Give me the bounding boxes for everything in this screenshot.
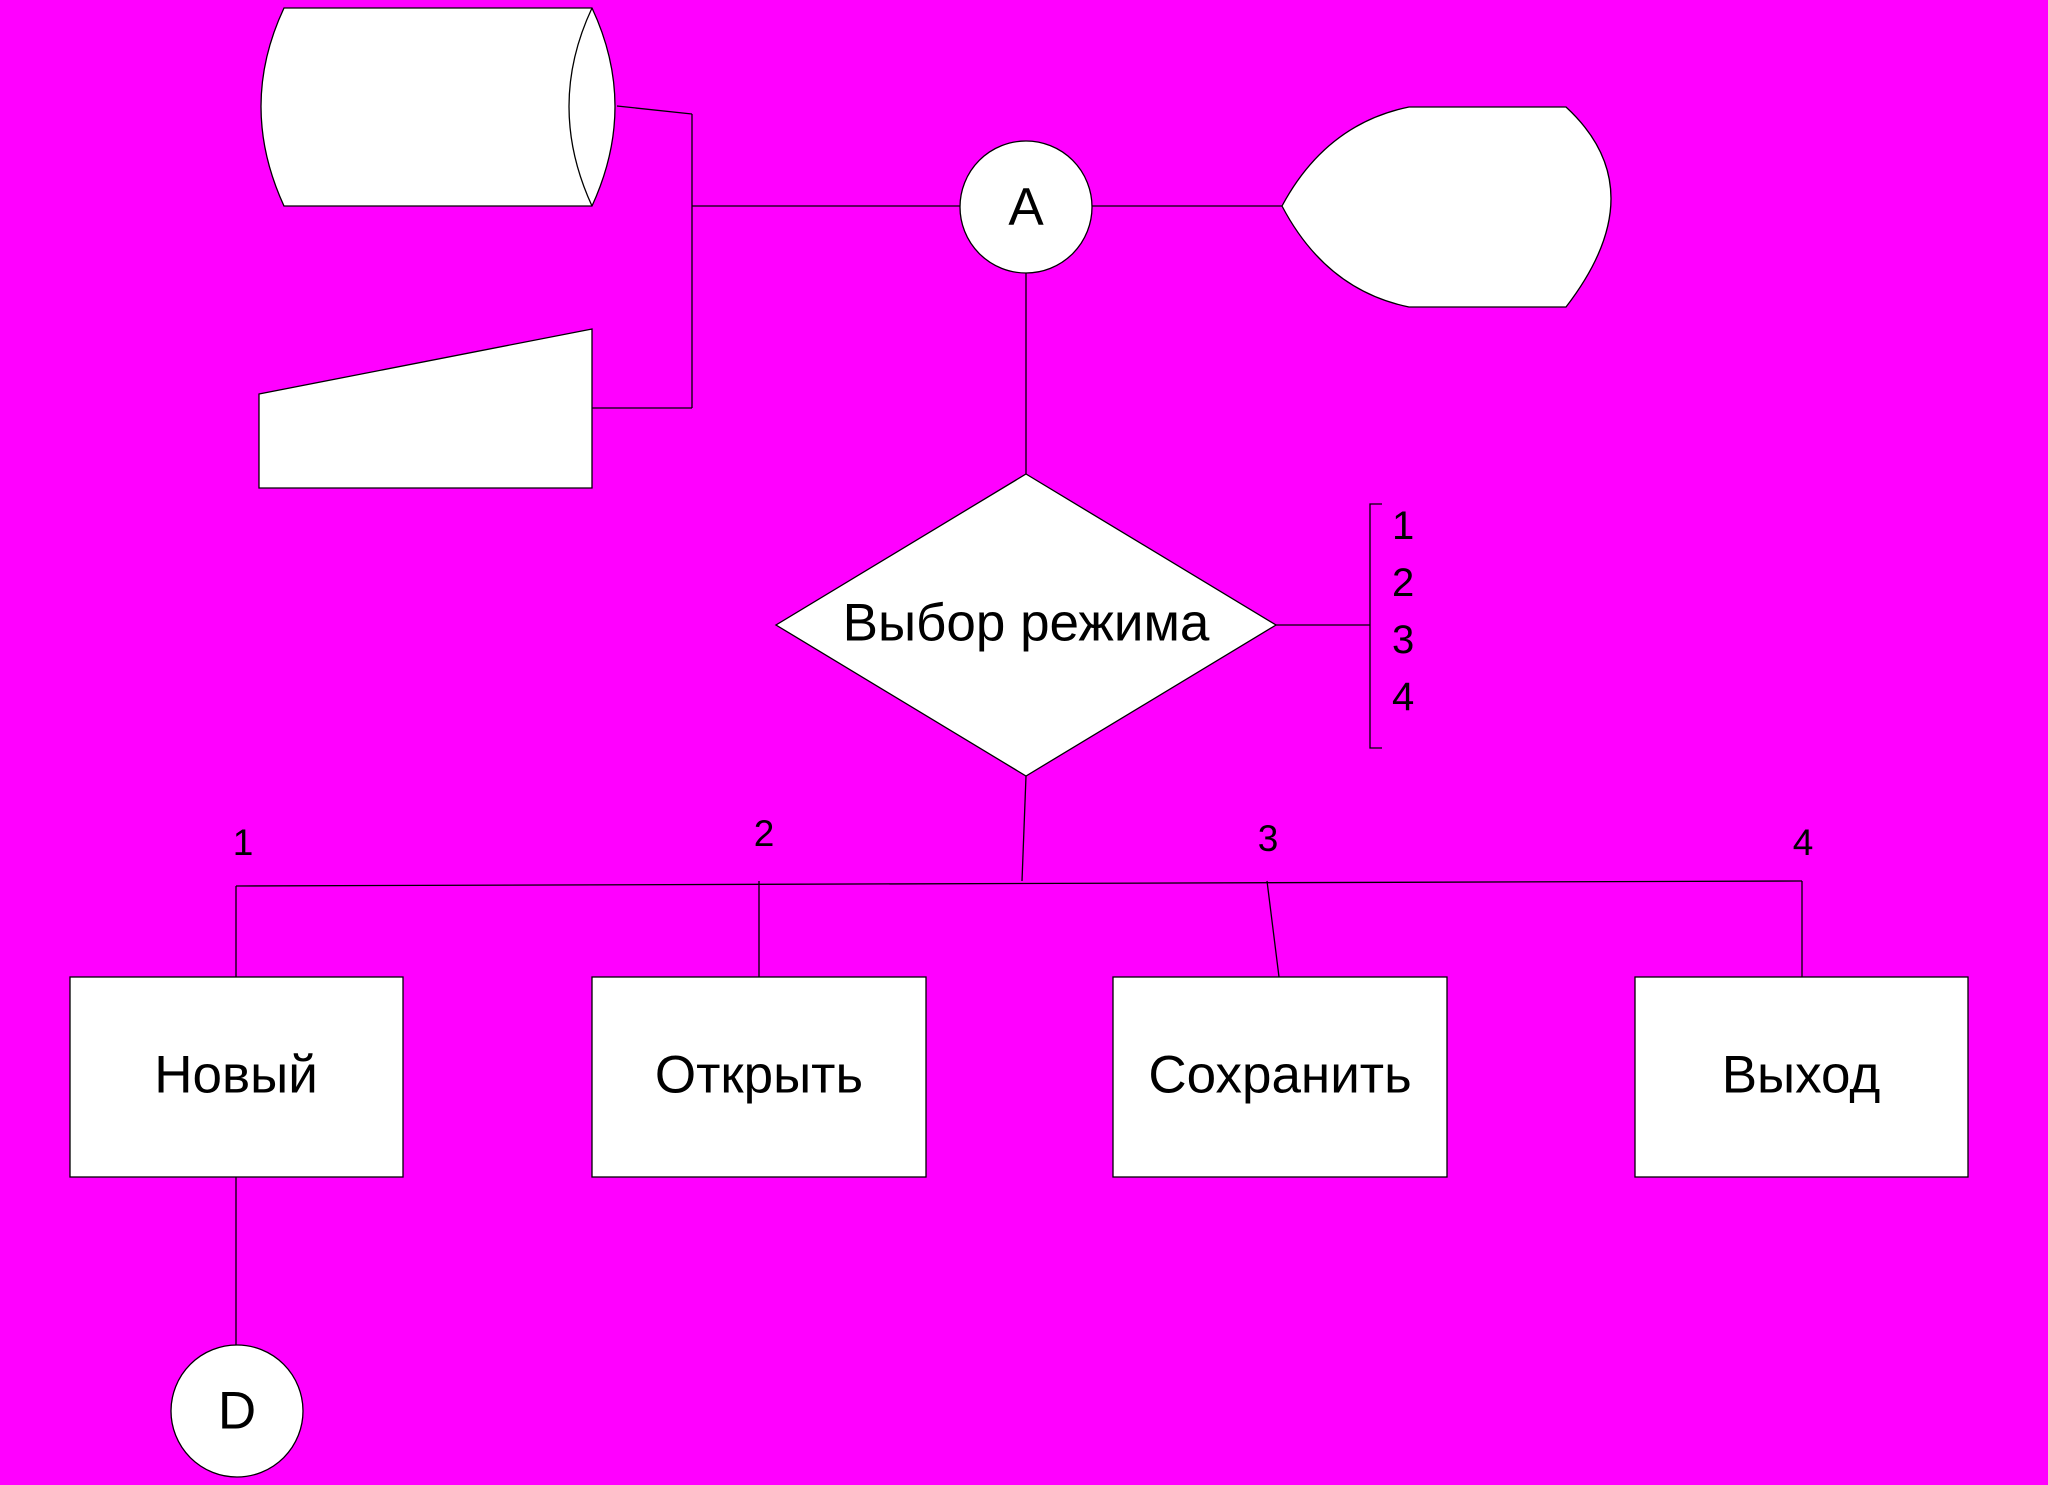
manual-input-symbol bbox=[258, 328, 593, 489]
branch-lines bbox=[235, 775, 1803, 1345]
stored-data-symbol bbox=[260, 7, 616, 207]
process-label-exit: Выход bbox=[1722, 1046, 1881, 1105]
process-box-exit: Выход bbox=[1634, 976, 1969, 1178]
connector-a-label: A bbox=[1008, 178, 1044, 237]
annotation: 1 2 3 4 bbox=[1276, 503, 1414, 749]
process-box-open: Открыть bbox=[591, 976, 927, 1178]
branch-number-2: 2 bbox=[754, 813, 775, 854]
display-symbol bbox=[1281, 106, 1612, 308]
decision-diamond: Выбор режима bbox=[774, 473, 1278, 777]
connector-a: A bbox=[959, 140, 1093, 274]
process-box-new: Новый bbox=[69, 976, 404, 1178]
connector-d-label: D bbox=[218, 1382, 256, 1441]
annotation-item: 1 bbox=[1392, 504, 1414, 548]
decision-label: Выбор режима bbox=[843, 594, 1210, 653]
branch-number-3: 3 bbox=[1258, 818, 1279, 859]
branch-number-4: 4 bbox=[1793, 822, 1814, 863]
process-label-open: Открыть bbox=[655, 1046, 863, 1105]
branch-number-1: 1 bbox=[233, 822, 254, 863]
process-box-save: Сохранить bbox=[1112, 976, 1448, 1178]
process-label-new: Новый bbox=[154, 1046, 318, 1105]
process-label-save: Сохранить bbox=[1148, 1046, 1411, 1105]
top-connector-lines bbox=[592, 105, 1282, 474]
connector-d: D bbox=[170, 1344, 304, 1478]
annotation-item: 3 bbox=[1392, 618, 1414, 662]
annotation-item: 2 bbox=[1392, 561, 1414, 605]
branch-numbers: 1 2 3 4 bbox=[233, 813, 1814, 863]
annotation-item: 4 bbox=[1392, 675, 1414, 719]
